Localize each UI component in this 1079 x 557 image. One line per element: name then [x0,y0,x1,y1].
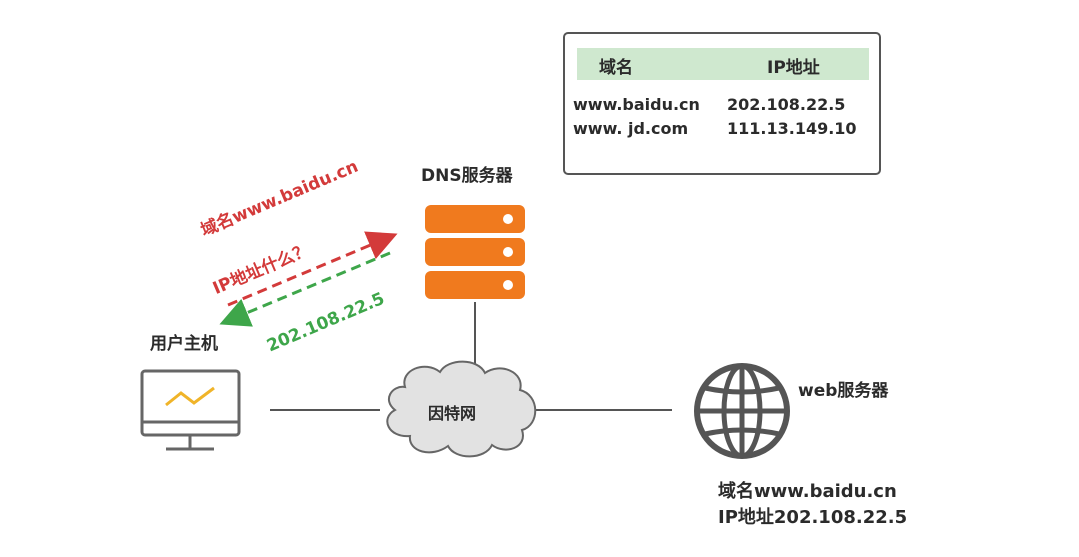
dns-table-header: 域名 IP地址 [577,48,869,80]
user-host-label: 用户主机 [150,334,218,354]
monitor-icon [140,369,241,451]
header-domain: 域名 [599,58,633,78]
header-ip: IP地址 [767,58,820,78]
globe-icon [694,363,790,459]
web-domain-line: 域名www.baidu.cn [718,481,897,502]
web-server-label: web服务器 [798,381,889,401]
dns-table-panel: 域名 IP地址 www.baidu.cn 202.108.22.5 www. j… [563,32,881,175]
row2-ip: 111.13.149.10 [727,119,857,138]
query-arrow [227,231,398,307]
dns-server-label: DNS服务器 [421,166,513,186]
web-ip-line: IP地址202.108.22.5 [718,507,908,528]
row1-domain: www.baidu.cn [573,95,700,114]
row2-domain: www. jd.com [573,119,689,138]
dns-server-icon [425,205,525,299]
response-arrow [219,251,391,327]
cloud-icon [386,360,537,458]
internet-label: 因特网 [428,404,477,423]
row1-ip: 202.108.22.5 [727,95,846,114]
